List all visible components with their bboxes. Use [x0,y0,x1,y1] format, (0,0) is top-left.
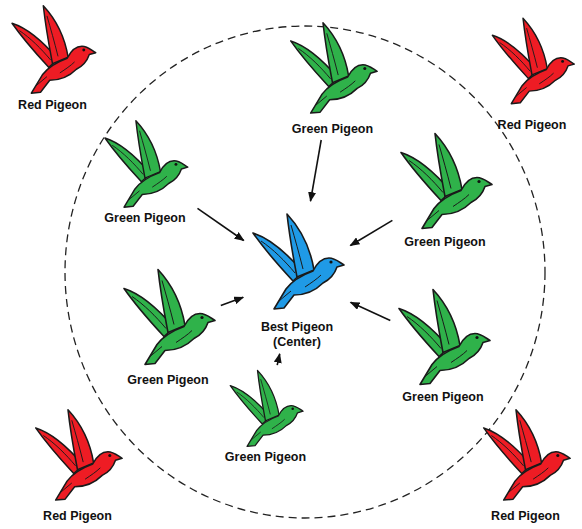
flight-arrow [350,220,392,245]
pigeon-label: Best Pigeon (Center) [255,320,339,350]
pigeon-node: Red Pigeon [30,402,125,524]
pigeon-label: Green Pigeon [402,390,483,405]
flight-arrow [351,302,391,320]
flight-arrow [198,208,244,240]
flight-arrow [277,354,280,365]
pigeon-node: Green Pigeon [395,128,495,250]
pigeon-label: Red Pigeon [491,509,560,524]
pigeon-figure [124,270,215,365]
pigeon-figure [253,214,344,309]
pigeon-figure [399,290,490,385]
pigeon-label: Green Pigeon [404,235,485,250]
flight-arrow [221,297,243,305]
pigeon-label: Red Pigeon [43,509,112,524]
pigeon-node: Best Pigeon (Center) [247,205,347,350]
pigeon-figure [492,18,574,104]
pigeon-figure [291,23,377,113]
pigeon-node: Green Pigeon [393,285,493,405]
pigeon-node: Red Pigeon [5,3,100,113]
pigeon-label: Green Pigeon [104,211,185,226]
pigeon-node: Green Pigeon [95,118,195,226]
pigeon-figure [12,6,96,93]
pigeon-label: Green Pigeon [292,122,373,137]
pigeon-label: Green Pigeon [225,450,306,465]
pigeon-node: Red Pigeon [478,402,573,524]
boundary-circle [65,26,545,518]
pigeon-figure [230,370,303,446]
pigeon-figure [36,410,122,500]
pigeon-figure [105,121,188,207]
flight-arrow [311,140,322,201]
pigeon-label: Red Pigeon [18,98,87,113]
pigeon-figure [484,410,570,500]
pigeon-label: Red Pigeon [498,118,567,133]
pigeon-node: Green Pigeon [218,368,313,465]
pigeon-label: Green Pigeon [127,373,208,388]
pigeon-node: Red Pigeon [487,5,577,133]
pigeon-node: Green Pigeon [285,15,380,137]
pigeon-node: Green Pigeon [118,262,218,388]
pigeon-figure [401,134,492,229]
